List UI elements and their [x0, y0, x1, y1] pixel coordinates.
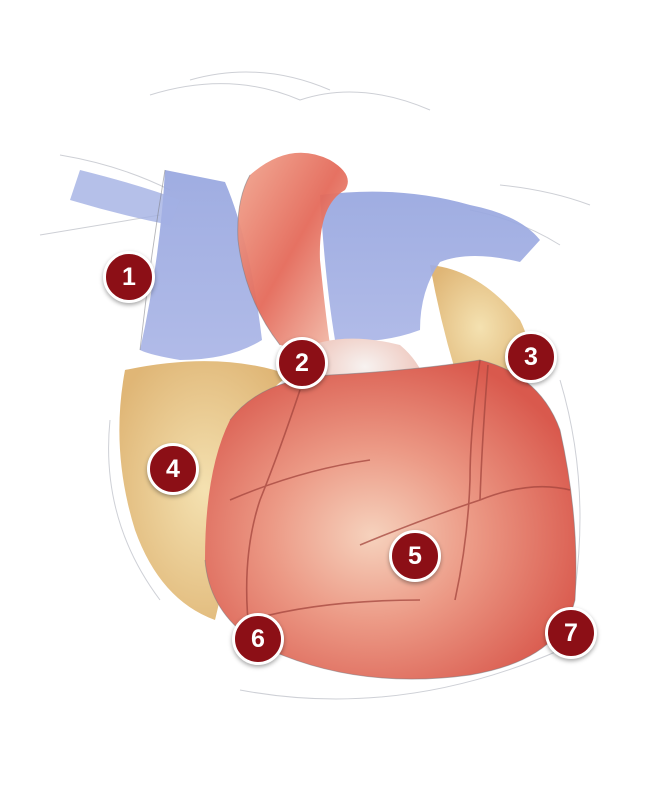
- vena-cava-branch: [70, 170, 180, 225]
- marker-4[interactable]: 4: [147, 443, 199, 495]
- marker-6[interactable]: 6: [232, 613, 284, 665]
- marker-7[interactable]: 7: [545, 607, 597, 659]
- pulmonary-trunk: [320, 191, 540, 342]
- marker-3[interactable]: 3: [505, 331, 557, 383]
- aorta: [237, 152, 348, 348]
- marker-2[interactable]: 2: [276, 337, 328, 389]
- coronary-vessels: [229, 359, 571, 641]
- sketch-outline: [139, 169, 577, 680]
- marker-5[interactable]: 5: [389, 530, 441, 582]
- marker-1[interactable]: 1: [103, 251, 155, 303]
